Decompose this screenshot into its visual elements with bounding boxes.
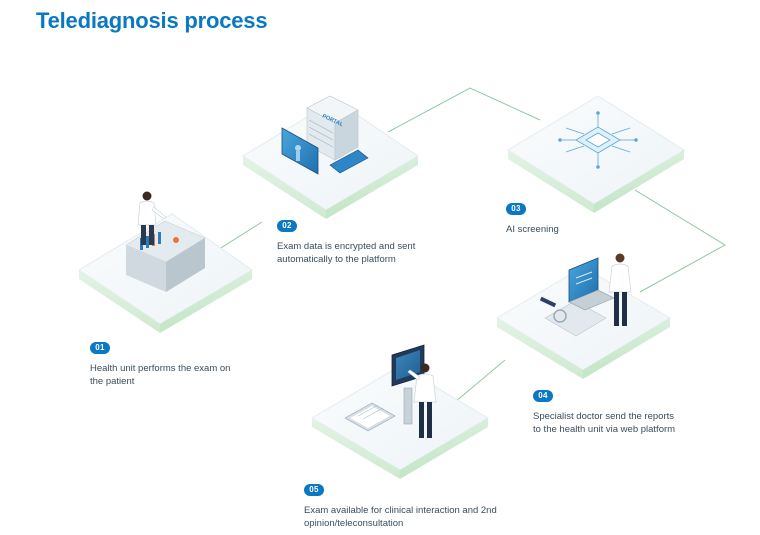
- platform-clinical-interaction: [311, 344, 489, 479]
- step-description: Specialist doctor send the reports to th…: [533, 411, 676, 435]
- step-4: 04 Specialist doctor send the reports to…: [533, 385, 683, 436]
- step-number-badge: 02: [277, 220, 297, 232]
- connector-4-5: [454, 359, 506, 403]
- step-number-badge: 03: [506, 203, 526, 215]
- xray-monitor-icon: [281, 127, 319, 175]
- lab-worker-figure: [137, 191, 167, 245]
- doctor-figure: [608, 253, 632, 326]
- platform-ai-screening: [507, 95, 685, 213]
- step-description: AI screening: [506, 224, 559, 235]
- step-description: Exam data is encrypted and sent automati…: [277, 241, 416, 265]
- page-title: Telediagnosis process: [36, 8, 268, 33]
- platform-health-unit: [78, 191, 253, 333]
- platform-data-encryption: PORTAL: [242, 95, 419, 219]
- step-description: Health unit performs the exam on the pat…: [90, 363, 231, 387]
- step-2: 02 Exam data is encrypted and sent autom…: [277, 215, 447, 266]
- step-number-badge: 04: [533, 390, 553, 402]
- connector-3-4: [634, 189, 726, 293]
- step-number-badge: 05: [304, 484, 324, 496]
- step-3: 03 AI screening: [506, 198, 626, 237]
- laptop-icon: [568, 257, 615, 311]
- step-description: Exam available for clinical interaction …: [304, 505, 497, 529]
- physician-figure: [407, 363, 437, 438]
- step-number-badge: 01: [90, 342, 110, 354]
- step-1: 01 Health unit performs the exam on the …: [90, 337, 240, 388]
- step-5: 05 Exam available for clinical interacti…: [304, 479, 524, 530]
- ai-chip-icon: [558, 111, 638, 169]
- connector-2-3: [387, 87, 541, 133]
- platform-specialist-doctor: [496, 253, 671, 379]
